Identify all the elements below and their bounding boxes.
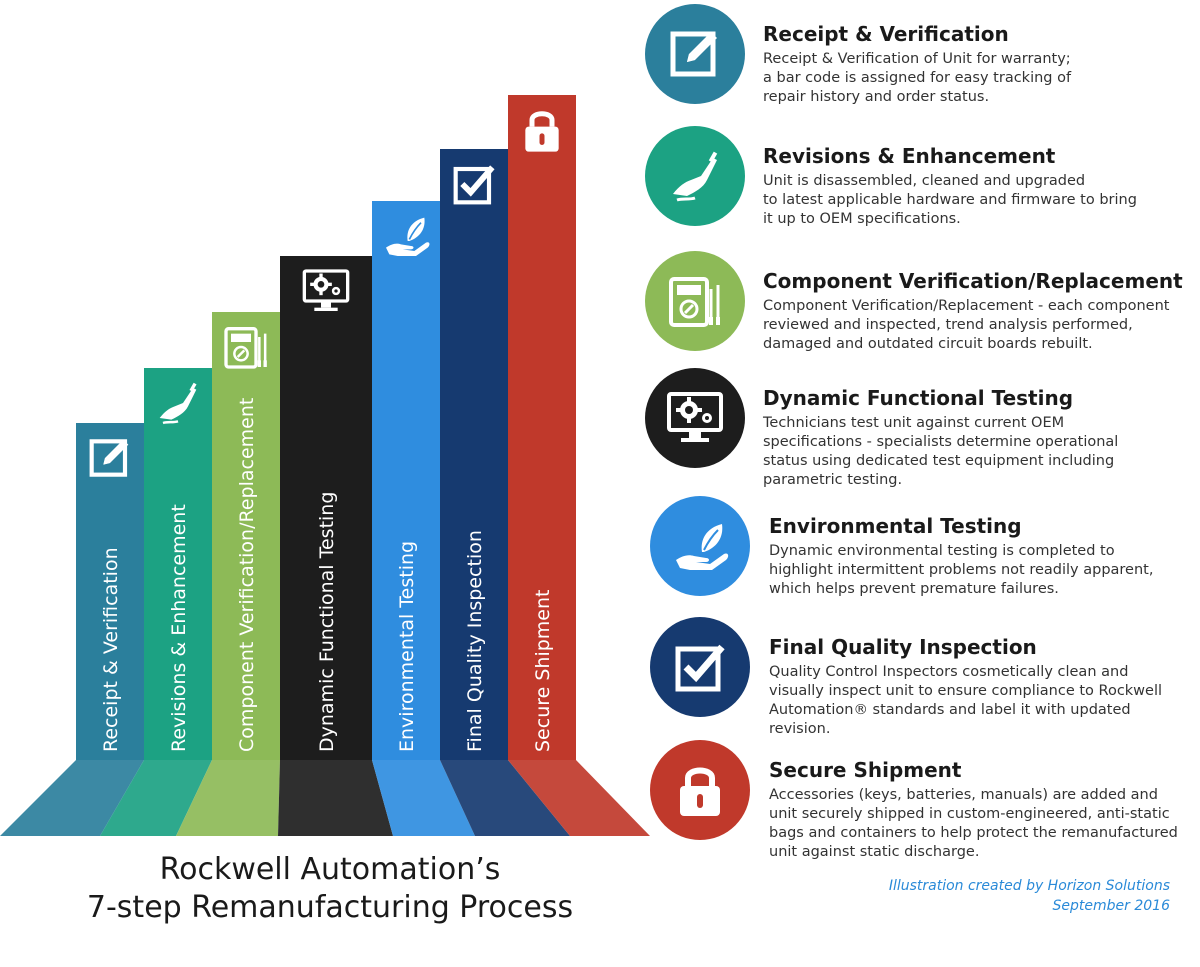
step-description: Unit is disassembled, cleaned and upgrad… (763, 173, 1137, 227)
step-bar (144, 368, 212, 760)
bar-floor (508, 760, 650, 836)
bar-floor (0, 760, 144, 836)
hand-leaf-icon (676, 524, 729, 570)
step-title: Dynamic Functional Testing (763, 386, 1074, 410)
credit-line2: September 2016 (1052, 898, 1170, 914)
step-title: Secure Shipment (769, 758, 962, 782)
step-icon-circle (645, 4, 745, 104)
step-description: Accessories (keys, batteries, manuals) a… (769, 787, 1178, 860)
soldering-hand-icon (159, 382, 197, 425)
credit-line1: Illustration created by Horizon Solution… (888, 878, 1170, 894)
bar-label: Final Quality Inspection (464, 530, 486, 752)
padlock-icon (525, 111, 559, 152)
bar-label: Dynamic Functional Testing (316, 492, 338, 752)
step-bar (508, 95, 576, 760)
page-title-line2: 7-step Remanufacturing Process (86, 890, 574, 925)
step-bar (440, 149, 508, 760)
edit-icon (670, 31, 717, 77)
checkbox-icon (453, 165, 495, 205)
step-bar (280, 256, 372, 760)
step-icon-circle (645, 126, 745, 226)
step-icon-circle (650, 617, 750, 717)
monitor-gears-icon (667, 392, 723, 442)
step-title: Final Quality Inspection (769, 635, 1037, 659)
step-icon-circle (650, 740, 750, 840)
step-title: Environmental Testing (769, 514, 1022, 538)
bar-label: Revisions & Enhancement (168, 504, 190, 752)
bar-label: Secure Shipment (532, 590, 554, 753)
step-icon-circle (650, 496, 750, 596)
bar-label: Environmental Testing (396, 541, 418, 752)
hand-leaf-icon (386, 217, 430, 256)
step-description: Quality Control Inspectors cosmetically … (769, 664, 1163, 737)
step-bar (212, 312, 280, 760)
multimeter-icon (669, 277, 720, 327)
step-description: Component Verification/Replacement - eac… (763, 298, 1170, 352)
step-title: Component Verification/Replacement (763, 269, 1183, 293)
step-bar (372, 201, 440, 760)
bar-label: Receipt & Verification (100, 547, 122, 752)
bar-label: Component Verification/Replacement (236, 398, 258, 752)
step-title: Receipt & Verification (763, 22, 1009, 46)
bar-floor (176, 760, 280, 836)
bar-floor (440, 760, 570, 836)
monitor-gears-icon (302, 269, 350, 311)
step-description: Technicians test unit against current OE… (763, 415, 1119, 488)
edit-icon (89, 439, 129, 477)
step-title: Revisions & Enhancement (763, 144, 1056, 168)
step-description: Dynamic environmental testing is complet… (769, 543, 1154, 597)
bar-floor (100, 760, 212, 836)
bar-floor (372, 760, 475, 836)
step-bars: Receipt & Verification Revisions & Enhan… (0, 95, 650, 836)
step-icon-circle (645, 251, 745, 351)
checkbox-icon (675, 644, 725, 692)
step-description: Receipt & Verification of Unit for warra… (763, 51, 1072, 105)
soldering-hand-icon (673, 151, 718, 202)
page-title-line1: Rockwell Automation’s (159, 852, 501, 887)
multimeter-icon (224, 327, 267, 369)
step-bar (76, 423, 144, 760)
step-icon-circle (645, 368, 745, 468)
bar-floor (278, 760, 393, 836)
padlock-icon (680, 767, 720, 816)
